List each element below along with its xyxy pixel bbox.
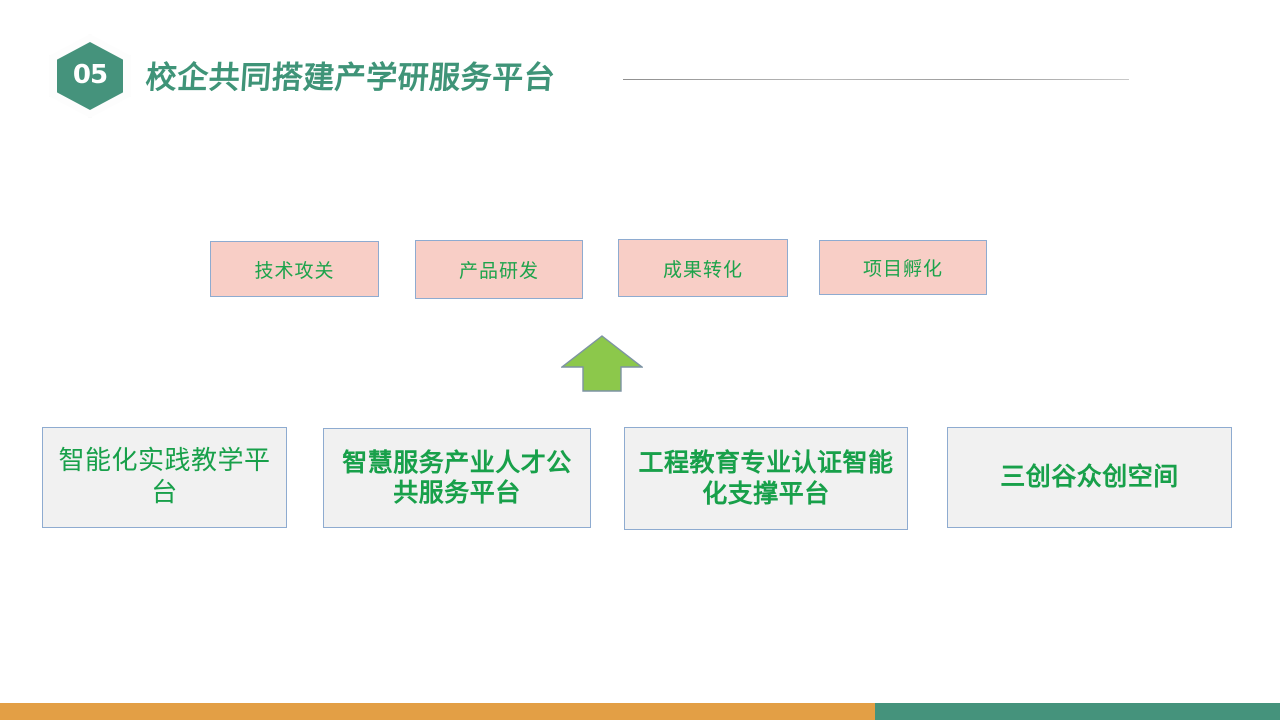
- top-row-box-2[interactable]: 产品研发: [415, 240, 583, 299]
- bottom-row-box-2[interactable]: 智慧服务产业人才公共服务平台: [323, 428, 591, 528]
- slide-header: 05 校企共同搭建产学研服务平台: [0, 0, 1280, 130]
- bottom-row-label-3: 工程教育专业认证智能化支撑平台: [638, 448, 894, 508]
- up-arrow-icon: [561, 335, 643, 392]
- slide-footer: [0, 703, 1280, 720]
- bottom-row-box-4[interactable]: 三创谷众创空间: [947, 427, 1232, 528]
- up-arrow-shape: [561, 335, 643, 392]
- bottom-row-box-1[interactable]: 智能化实践教学平台: [42, 427, 287, 528]
- bottom-row-label-4: 三创谷众创空间: [1000, 462, 1179, 492]
- bottom-row-label-2: 智慧服务产业人才公共服务平台: [342, 447, 572, 508]
- top-row-label-4: 项目孵化: [862, 258, 943, 280]
- bottom-row-box-3[interactable]: 工程教育专业认证智能化支撑平台: [624, 427, 908, 530]
- footer-bar-right: [875, 703, 1280, 720]
- top-row-box-4[interactable]: 项目孵化: [819, 240, 987, 295]
- page-title: 校企共同搭建产学研服务平台: [144, 60, 557, 96]
- title-divider-line: [623, 79, 1129, 80]
- top-row-box-1[interactable]: 技术攻关: [210, 241, 379, 297]
- top-row-label-2: 产品研发: [458, 260, 539, 282]
- badge-number-label: 05: [72, 60, 108, 90]
- section-number-badge: 05: [47, 30, 133, 120]
- top-row-label-3: 成果转化: [662, 258, 743, 281]
- footer-bar-left: [0, 703, 875, 720]
- bottom-row-label-1: 智能化实践教学平台: [58, 445, 271, 508]
- top-row-label-1: 技术攻关: [254, 259, 335, 282]
- top-row-box-3[interactable]: 成果转化: [618, 239, 788, 297]
